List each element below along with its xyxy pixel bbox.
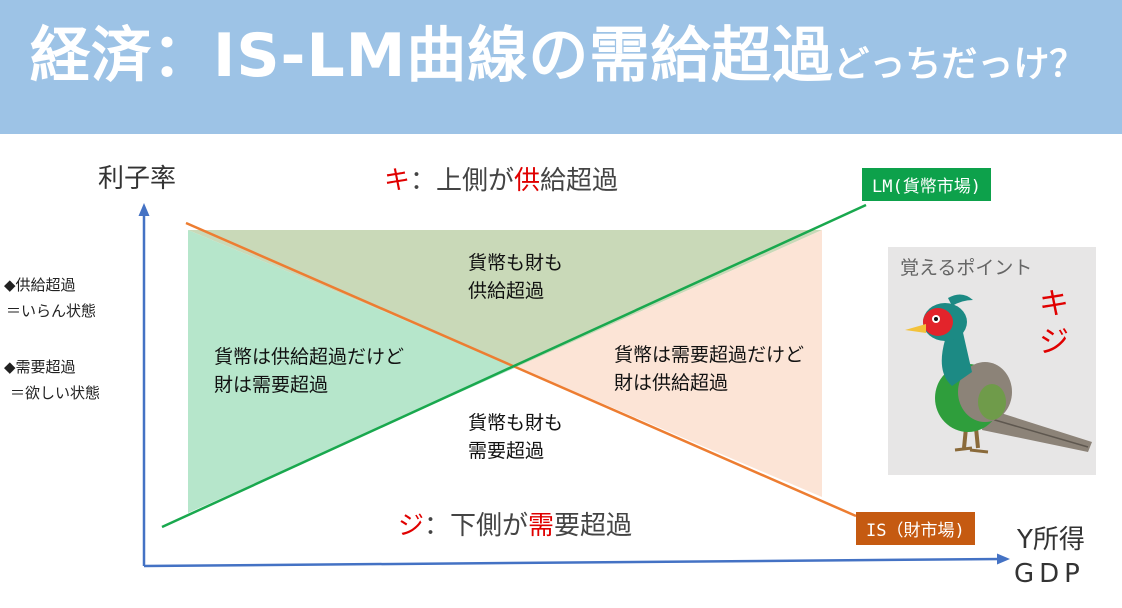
lm-curve xyxy=(161,203,867,529)
page-title-sub: どっちだっけ？ xyxy=(833,44,1086,85)
region-left-line1: 貨幣は供給超過だけど xyxy=(214,346,405,368)
page-title-main: 経済：IS-LM曲線の需給超過 xyxy=(30,21,834,91)
note-demand-excess-title: ◆需要超過 xyxy=(4,358,76,376)
memory-point-char1: キ xyxy=(1039,287,1069,322)
region-bottom-line1: 貨幣も財も xyxy=(468,412,564,434)
lower-rule-heading: ジ：下側が需要超過 xyxy=(398,505,632,542)
note-demand-excess-desc: ＝欲しい状態 xyxy=(10,384,101,403)
region-right-line1: 貨幣は需要超過だけど xyxy=(614,344,805,366)
x-axis-arrow xyxy=(997,553,1010,565)
title-banner: 経済：IS-LM曲線の需給超過どっちだっけ？ xyxy=(0,0,1122,134)
lower-rule-text-before: ：下側が xyxy=(424,511,529,541)
is-curve-label: IS（財市場) xyxy=(856,512,975,545)
upper-rule-text-after: 給超過 xyxy=(540,166,619,196)
lower-rule-emph: 需 xyxy=(528,511,555,541)
region-left xyxy=(188,230,517,513)
region-right-line2: 財は供給超過 xyxy=(614,371,729,394)
note-demand-excess: ◆需要超過 ＝欲しい状態 xyxy=(4,354,100,407)
region-right-label: 貨幣は需要超過だけど 財は供給超過 xyxy=(614,342,804,397)
x-axis-label-line1: Y所得 xyxy=(1016,525,1085,555)
is-curve xyxy=(185,221,857,518)
region-top-line1: 貨幣も財も xyxy=(468,252,564,274)
upper-rule-text-before: ：上側が xyxy=(410,166,515,196)
region-right xyxy=(517,230,822,497)
region-left-label: 貨幣は供給超過だけど 財は需要超過 xyxy=(214,344,404,399)
y-axis-label: 利子率 xyxy=(98,164,177,194)
note-supply-excess-title: ◆供給超過 xyxy=(4,276,76,294)
memory-point-kiji: キ ジ xyxy=(1034,286,1074,361)
x-axis-label: Y所得 GDP xyxy=(1014,524,1085,592)
region-top xyxy=(188,230,822,367)
note-supply-excess: ◆供給超過 ＝いらん状態 xyxy=(4,272,96,325)
region-top-line2: 供給超過 xyxy=(468,279,545,302)
memory-point-char2: ジ xyxy=(1039,324,1069,360)
upper-rule-heading: キ：上側が供給超過 xyxy=(384,160,618,197)
x-axis xyxy=(143,557,1003,568)
y-axis-arrow xyxy=(138,203,150,216)
upper-rule-emph: 供 xyxy=(514,166,541,196)
region-bottom-line2: 需要超過 xyxy=(468,439,545,462)
x-axis-label-line2: GDP xyxy=(1014,558,1085,589)
region-bottom-label: 貨幣も財も 需要超過 xyxy=(468,410,563,465)
note-supply-excess-desc: ＝いらん状態 xyxy=(6,302,97,321)
region-top-label: 貨幣も財も 供給超過 xyxy=(468,250,563,305)
lower-rule-mark: ジ xyxy=(398,511,425,541)
lower-rule-text-after: 要超過 xyxy=(554,511,633,541)
memory-point-title: 覚えるポイント xyxy=(900,257,1033,279)
lm-curve-label: LM(貨幣市場) xyxy=(862,168,991,201)
region-left-line2: 財は需要超過 xyxy=(214,373,329,396)
page-title: 経済：IS-LM曲線の需給超過どっちだっけ？ xyxy=(30,26,1085,86)
upper-rule-mark: キ xyxy=(384,166,411,196)
